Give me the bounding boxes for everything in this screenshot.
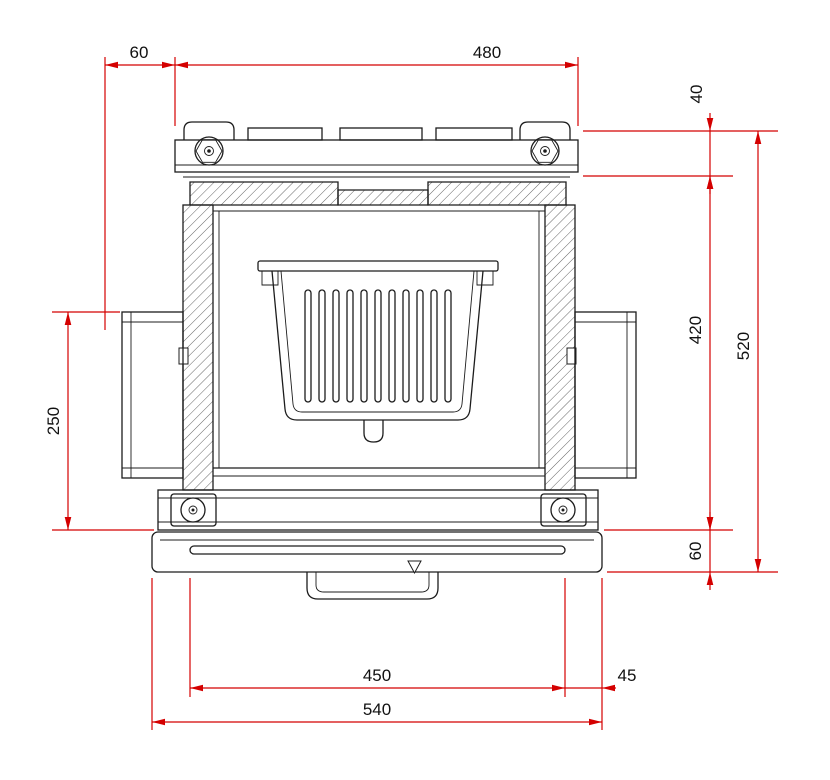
dim-right-top: 40 [687, 85, 714, 194]
ash-drawer [151, 531, 603, 573]
top-lintel [189, 181, 567, 206]
dim-label-bottom-inner: 450 [363, 666, 391, 685]
handle [306, 560, 439, 600]
dim-label-top-width: 480 [473, 43, 501, 62]
dim-left-height: 250 [44, 311, 154, 531]
bolt-top-left [194, 136, 224, 166]
top-plate [174, 121, 579, 178]
dim-label-bottom-total: 540 [363, 700, 391, 719]
dim-bottom-inner: 450 [190, 666, 565, 692]
dim-bottom-offset: 45 [565, 666, 637, 692]
dim-top-width: 480 [175, 43, 579, 126]
grate-drain [363, 420, 384, 443]
flange-left [121, 311, 184, 479]
chamber-liner [213, 210, 545, 477]
dim-label-bottom-offset: 45 [618, 666, 637, 685]
dim-label-total-height: 520 [734, 332, 753, 360]
wall-right [544, 204, 577, 491]
wall-left [178, 204, 214, 491]
dim-label-top-offset: 60 [130, 43, 149, 62]
dim-label-inner-height: 420 [686, 316, 705, 344]
dim-label-right-bottom: 60 [686, 542, 705, 561]
dim-label-right-top: 40 [687, 85, 706, 104]
grate-basket [257, 260, 499, 443]
dim-bottom-total: 540 [152, 700, 602, 726]
grate-slats [304, 289, 452, 403]
bolt-top-right [530, 136, 560, 166]
flange-right [574, 311, 637, 479]
bottom-frame [157, 489, 599, 531]
dim-right-extensions [583, 130, 778, 573]
dim-right-bottom: 60 [686, 512, 714, 590]
dim-inner-height: 420 [686, 176, 714, 530]
section-marker-triangle [407, 560, 422, 575]
dim-total-height: 520 [734, 131, 762, 572]
dim-bottom-extensions [151, 578, 603, 730]
dim-label-left-height: 250 [44, 407, 63, 435]
dim-top-offset: 60 [104, 43, 176, 330]
drawer-slot [189, 545, 566, 555]
